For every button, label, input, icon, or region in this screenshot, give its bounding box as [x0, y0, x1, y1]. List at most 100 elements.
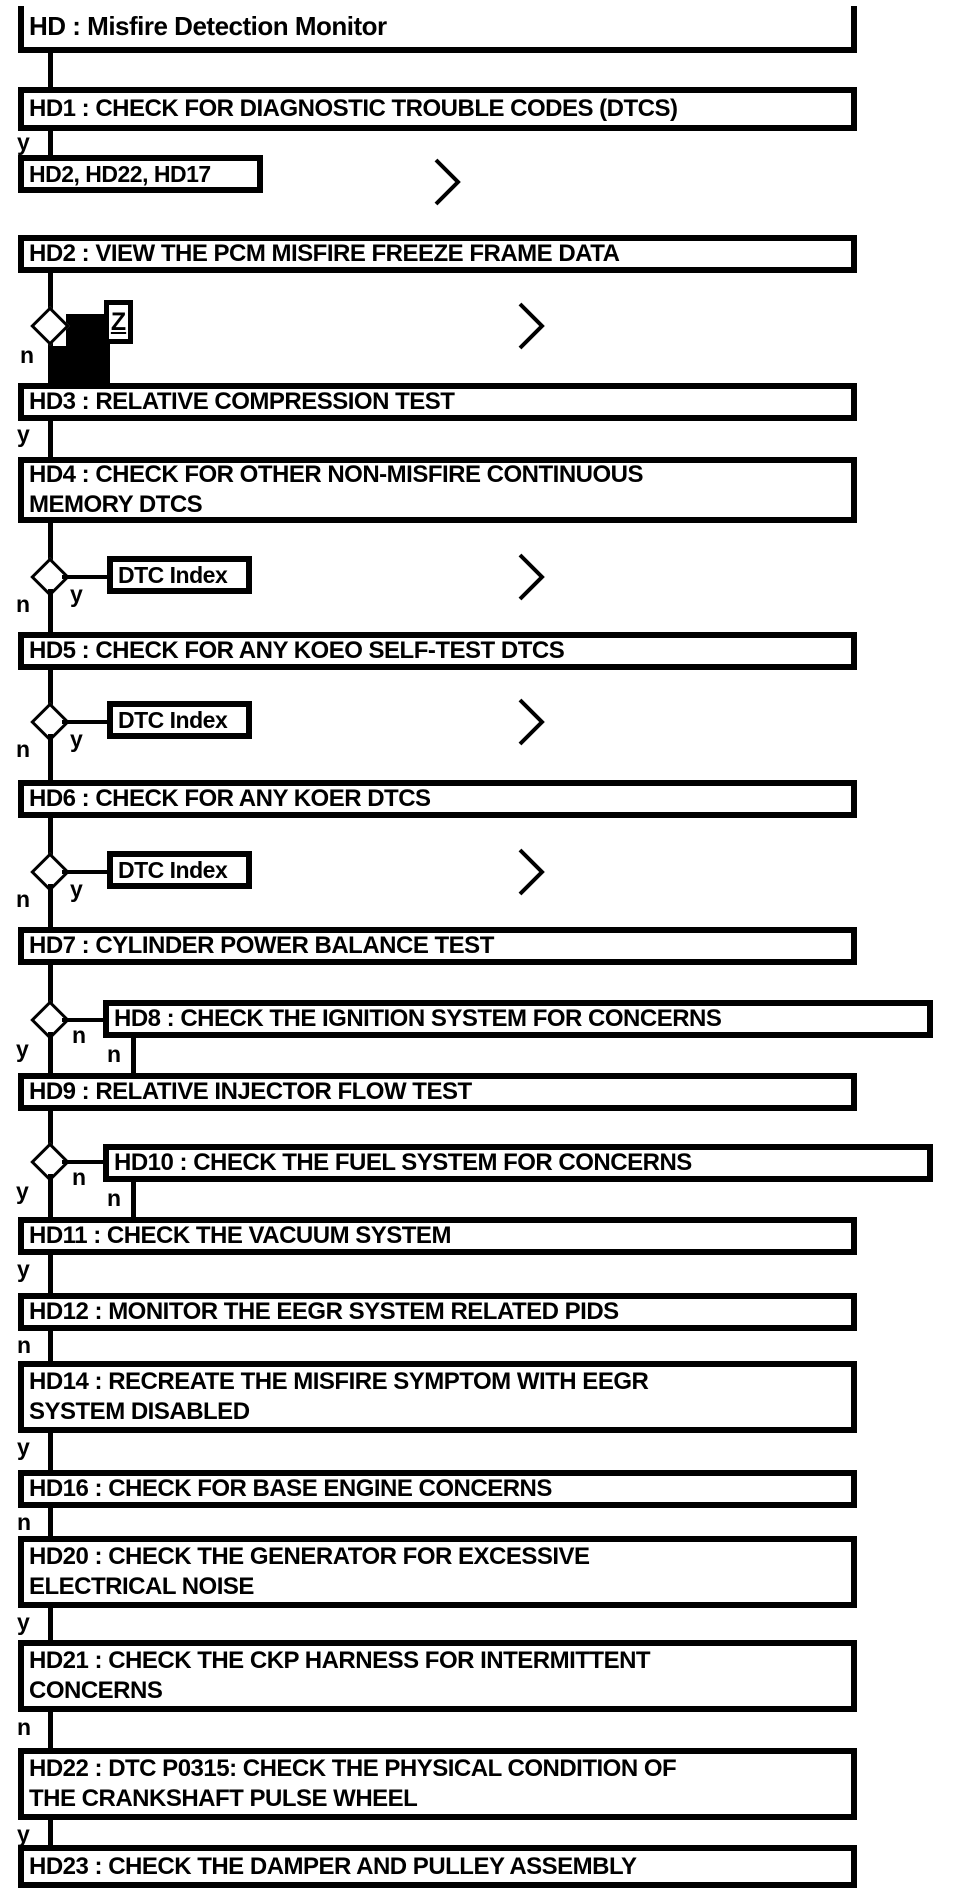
branch-label-y: y	[70, 876, 83, 902]
connector-line	[62, 1018, 103, 1022]
node-hd8[interactable]: HD8 : CHECK THE IGNITION SYSTEM FOR CONC…	[103, 1000, 933, 1038]
node-hd12-label: HD12 : MONITOR THE EEGR SYSTEM RELATED P…	[29, 1298, 619, 1325]
dtc-index-label: DTC Index	[118, 706, 228, 733]
node-hd4-label: HD4 : CHECK FOR OTHER NON-MISFIRE CONTIN…	[29, 461, 644, 518]
node-hd10-label: HD10 : CHECK THE FUEL SYSTEM FOR CONCERN…	[114, 1149, 692, 1176]
next-steps-label: HD2, HD22, HD17	[29, 160, 211, 187]
branch-label-y: y	[70, 726, 83, 752]
node-hd5-label: HD5 : CHECK FOR ANY KOEO SELF-TEST DTCS	[29, 637, 565, 664]
branch-label-n: n	[17, 1332, 32, 1358]
connector-line	[48, 53, 53, 87]
node-hd6-label: HD6 : CHECK FOR ANY KOER DTCS	[29, 785, 431, 812]
branch-label-y: y	[17, 1434, 30, 1460]
connector-line	[62, 575, 107, 579]
z-reference-label: Z	[110, 307, 127, 336]
node-hd21[interactable]: HD21 : CHECK THE CKP HARNESS FOR INTERMI…	[18, 1640, 857, 1712]
node-hd20[interactable]: HD20 : CHECK THE GENERATOR FOR EXCESSIVE…	[18, 1536, 857, 1608]
connector-line	[48, 1508, 53, 1536]
branch-label-n: n	[72, 1022, 87, 1048]
connector-line	[48, 1331, 53, 1361]
node-hd3[interactable]: HD3 : RELATIVE COMPRESSION TEST	[18, 383, 857, 421]
branch-label-n: n	[72, 1164, 87, 1190]
connector-line	[48, 131, 53, 155]
decision-diamond-icon	[30, 306, 70, 346]
node-hd8-label: HD8 : CHECK THE IGNITION SYSTEM FOR CONC…	[114, 1005, 722, 1032]
branch-label-n: n	[17, 1509, 32, 1535]
branch-label-n: n	[16, 591, 31, 617]
node-hd23[interactable]: HD23 : CHECK THE DAMPER AND PULLEY ASSEM…	[18, 1845, 857, 1888]
node-hd23-label: HD23 : CHECK THE DAMPER AND PULLEY ASSEM…	[29, 1852, 637, 1880]
dtc-index-link[interactable]: DTC Index	[107, 701, 252, 739]
branch-label-y: y	[17, 129, 30, 155]
node-hd2[interactable]: HD2 : VIEW THE PCM MISFIRE FREEZE FRAME …	[18, 235, 857, 273]
connector-line	[48, 1433, 53, 1470]
branch-label-y: y	[17, 1821, 30, 1847]
node-hd4[interactable]: HD4 : CHECK FOR OTHER NON-MISFIRE CONTIN…	[18, 457, 857, 523]
node-hd10[interactable]: HD10 : CHECK THE FUEL SYSTEM FOR CONCERN…	[103, 1144, 933, 1182]
filled-connector-shape	[66, 314, 110, 346]
chevron-right-icon	[518, 698, 545, 746]
dtc-index-link[interactable]: DTC Index	[107, 851, 252, 889]
chevron-right-icon	[518, 553, 545, 601]
connector-line	[48, 670, 53, 709]
branch-label-n: n	[107, 1041, 122, 1067]
node-hd2-label: HD2 : VIEW THE PCM MISFIRE FREEZE FRAME …	[29, 240, 620, 267]
connector-line	[48, 1111, 53, 1149]
dtc-index-label: DTC Index	[118, 561, 228, 588]
node-hd7-label: HD7 : CYLINDER POWER BALANCE TEST	[29, 932, 494, 959]
branch-label-y: y	[17, 421, 30, 447]
z-reference-badge[interactable]: Z	[104, 300, 133, 344]
node-hd1-label: HD1 : CHECK FOR DIAGNOSTIC TROUBLE CODES…	[29, 95, 678, 122]
branch-label-y: y	[17, 1609, 30, 1635]
connector-line	[48, 884, 53, 927]
connector-line	[131, 1038, 136, 1073]
connector-line	[48, 1608, 53, 1640]
chevron-right-icon	[518, 848, 545, 896]
branch-label-y: y	[17, 1256, 30, 1282]
branch-label-y: y	[16, 1036, 29, 1062]
flowchart-title-text: HD : Misfire Detection Monitor	[29, 11, 387, 41]
node-hd11-label: HD11 : CHECK THE VACUUM SYSTEM	[29, 1222, 451, 1249]
chevron-right-icon	[518, 302, 545, 350]
node-hd1[interactable]: HD1 : CHECK FOR DIAGNOSTIC TROUBLE CODES…	[18, 87, 857, 131]
connector-line	[48, 1820, 53, 1845]
connector-line	[48, 734, 53, 780]
connector-line	[48, 1712, 53, 1748]
connector-line	[131, 1182, 136, 1217]
connector-line	[62, 720, 107, 724]
node-hd20-label: HD20 : CHECK THE GENERATOR FOR EXCESSIVE…	[29, 1543, 590, 1600]
node-hd5[interactable]: HD5 : CHECK FOR ANY KOEO SELF-TEST DTCS	[18, 632, 857, 670]
node-hd22-label: HD22 : DTC P0315: CHECK THE PHYSICAL CON…	[29, 1755, 677, 1812]
node-hd11[interactable]: HD11 : CHECK THE VACUUM SYSTEM	[18, 1217, 857, 1255]
node-hd14[interactable]: HD14 : RECREATE THE MISFIRE SYMPTOM WITH…	[18, 1361, 857, 1433]
connector-line	[48, 1255, 53, 1293]
connector-line	[62, 1160, 103, 1164]
branch-label-n: n	[16, 736, 31, 762]
node-hd6[interactable]: HD6 : CHECK FOR ANY KOER DTCS	[18, 780, 857, 818]
branch-label-n: n	[107, 1185, 122, 1211]
node-hd9[interactable]: HD9 : RELATIVE INJECTOR FLOW TEST	[18, 1073, 857, 1111]
branch-label-n: n	[16, 886, 31, 912]
node-hd22[interactable]: HD22 : DTC P0315: CHECK THE PHYSICAL CON…	[18, 1748, 857, 1820]
filled-connector-shape	[48, 346, 110, 384]
branch-label-n: n	[17, 1714, 32, 1740]
node-hd16[interactable]: HD16 : CHECK FOR BASE ENGINE CONCERNS	[18, 1470, 857, 1508]
connector-line	[48, 965, 53, 1007]
flowchart-title: HD : Misfire Detection Monitor	[18, 6, 857, 53]
branch-label-n: n	[20, 342, 35, 368]
connector-line	[48, 818, 53, 859]
branch-label-y: y	[16, 1178, 29, 1204]
connector-line	[48, 1032, 53, 1073]
node-hd14-label: HD14 : RECREATE THE MISFIRE SYMPTOM WITH…	[29, 1368, 649, 1425]
node-hd12[interactable]: HD12 : MONITOR THE EEGR SYSTEM RELATED P…	[18, 1293, 857, 1331]
next-steps-reference[interactable]: HD2, HD22, HD17	[18, 155, 263, 193]
connector-line	[62, 870, 107, 874]
connector-line	[48, 421, 53, 457]
node-hd3-label: HD3 : RELATIVE COMPRESSION TEST	[29, 388, 455, 415]
dtc-index-link[interactable]: DTC Index	[107, 556, 252, 594]
node-hd7[interactable]: HD7 : CYLINDER POWER BALANCE TEST	[18, 927, 857, 965]
chevron-right-icon	[434, 158, 461, 206]
node-hd9-label: HD9 : RELATIVE INJECTOR FLOW TEST	[29, 1078, 472, 1105]
branch-label-y: y	[70, 581, 83, 607]
